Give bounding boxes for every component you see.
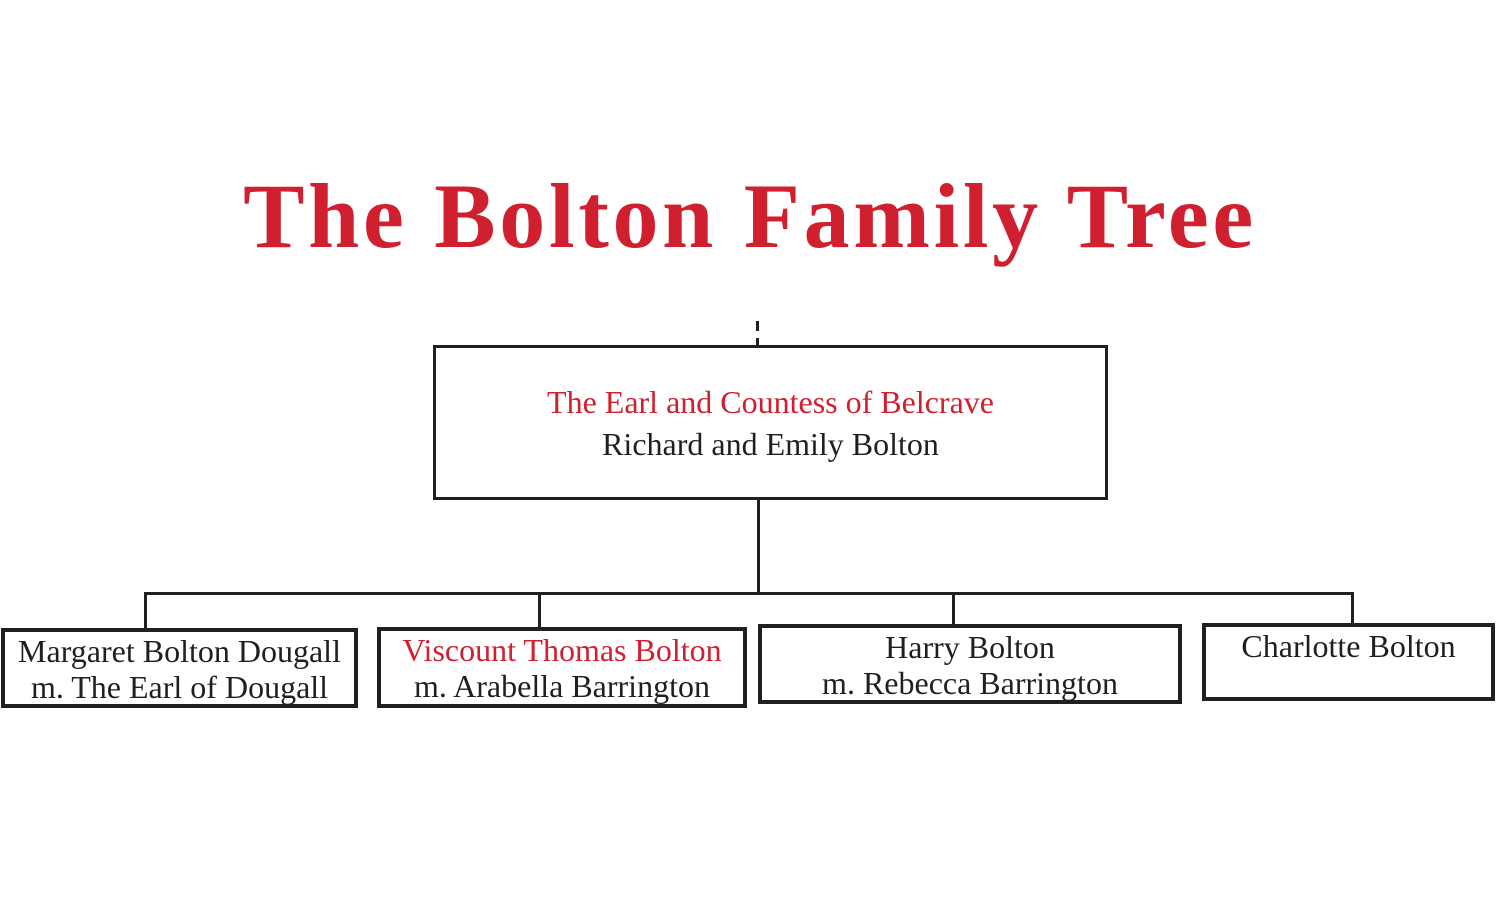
drop-line-charlotte — [1351, 592, 1354, 625]
drop-line-harry — [952, 592, 955, 626]
member-box-thomas: Viscount Thomas Bolton m. Arabella Barri… — [377, 627, 747, 708]
drop-line-thomas — [538, 592, 541, 629]
member-name-text: Viscount Thomas Bolton — [402, 632, 722, 668]
member-title-text: The Earl and Countess of Belcrave — [547, 383, 994, 420]
root-trunk-connector-line — [757, 500, 760, 592]
drop-line-margaret — [144, 592, 147, 630]
member-spouse-text: m. Rebecca Barrington — [822, 665, 1118, 701]
member-box-charlotte: Charlotte Bolton — [1202, 623, 1495, 701]
member-name-text: Charlotte Bolton — [1241, 628, 1456, 664]
member-name-text: Margaret Bolton Dougall — [18, 633, 341, 669]
member-name-text: Harry Bolton — [885, 629, 1055, 665]
member-box-harry: Harry Bolton m. Rebecca Barrington — [758, 624, 1182, 704]
member-spouse-text: m. The Earl of Dougall — [30, 669, 329, 705]
member-spouse-text: m. Arabella Barrington — [414, 668, 710, 704]
sibling-horizontal-connector-line — [144, 592, 1354, 595]
member-box-margaret: Margaret Bolton Dougall m. The Earl of D… — [1, 628, 358, 708]
member-box-earl-countess: The Earl and Countess of Belcrave Richar… — [433, 345, 1108, 500]
page-title: The Bolton Family Tree — [243, 165, 1257, 267]
member-names-text: Richard and Emily Bolton — [602, 425, 939, 462]
